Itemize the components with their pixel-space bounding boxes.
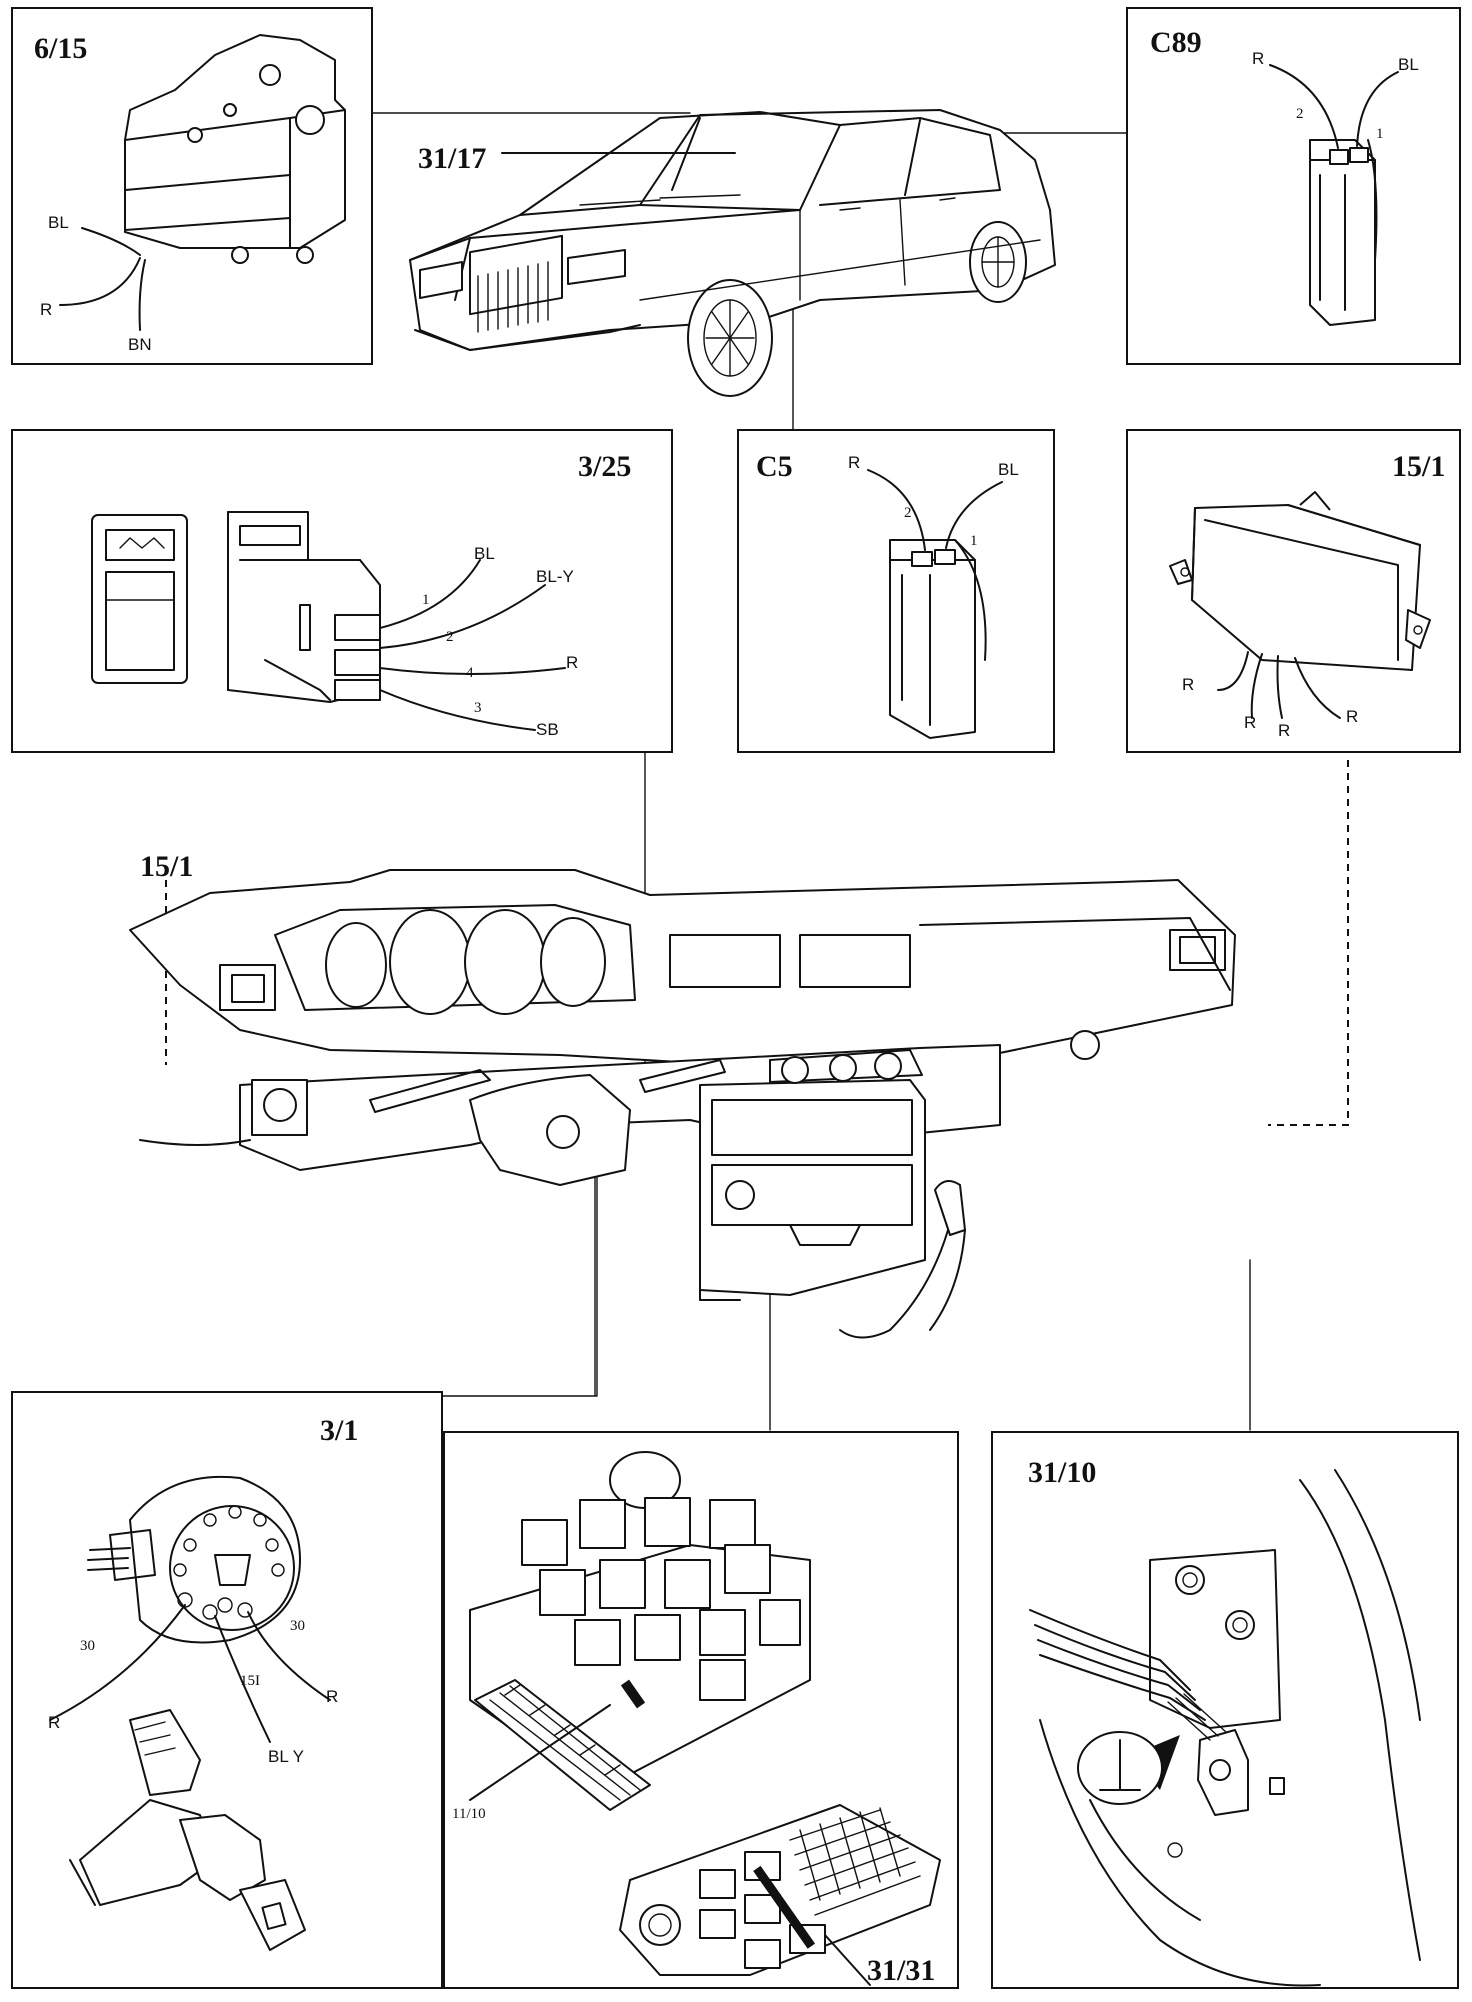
ignition-switch-body	[69, 1709, 306, 1951]
c89-pin-2: 2	[1296, 106, 1304, 122]
panel-3-25-title: 3/25	[578, 450, 631, 483]
panel-3-1-wire-r-left: R	[48, 1713, 60, 1732]
panel-fusebox: 11/10 31/31	[443, 1431, 959, 1989]
panel-c89-title: C89	[1150, 26, 1202, 59]
relay-block	[469, 1451, 811, 1811]
panel-3-1: 3/1 30 30 15I R R BL Y	[11, 1391, 443, 1989]
ignition-switch-face	[87, 1475, 301, 1644]
panel-c5: C5 R BL 2 1	[737, 429, 1055, 753]
car-callout-label: 31/17	[418, 142, 486, 175]
panel-c5-title: C5	[756, 450, 793, 483]
c89-connector	[1309, 139, 1378, 326]
fuse-block	[619, 1804, 941, 1976]
panel-3-1-wire-bl-y: BL Y	[268, 1747, 304, 1766]
panel-15-1: 15/1 R R R R	[1126, 429, 1461, 753]
panel-6-15-title: 6/15	[34, 32, 87, 65]
dashboard-illustration	[129, 869, 1236, 1339]
panel-31-10-title: 31/10	[1028, 1456, 1096, 1489]
c89-wire-bl: BL	[1398, 55, 1419, 74]
switch-housing	[227, 511, 381, 703]
panel-15-1-title: 15/1	[1392, 450, 1445, 483]
car-illustration	[409, 109, 1056, 397]
panel-3-25: 3/25 BL BL-Y R SB 1 2 4 3	[11, 429, 673, 753]
panel-3-25-pin-4: 4	[466, 665, 474, 681]
control-module	[1169, 491, 1431, 671]
panel-31-10: 31/10	[991, 1431, 1459, 1989]
panel-15-1-wire-r-3: R	[1278, 721, 1290, 740]
panel-c89: C89 R BL 2 1	[1126, 7, 1461, 365]
panel-15-1-wire-r-1: R	[1182, 675, 1194, 694]
panel-3-25-wire-r: R	[566, 653, 578, 672]
panel-3-1-pin-15i: 15I	[240, 1673, 260, 1689]
panel-6-15: 6/15 BL R BN	[11, 7, 373, 365]
panel-3-25-pin-3: 3	[474, 700, 482, 716]
ground-point-illustration	[1029, 1469, 1421, 1987]
c89-pin-1: 1	[1376, 126, 1384, 142]
panel-3-1-title: 3/1	[320, 1414, 358, 1447]
actuator-motor	[124, 34, 346, 264]
panel-15-1-wire-r-4: R	[1346, 707, 1358, 726]
panel-3-1-wire-r-right: R	[326, 1687, 338, 1706]
c5-wire-bl: BL	[998, 460, 1019, 479]
panel-6-15-wire-r: R	[40, 300, 52, 319]
fusebox-callout-31-31: 31/31	[867, 1954, 935, 1987]
panel-15-1-wire-r-2: R	[1244, 713, 1256, 732]
panel-6-15-wire-bn: BN	[128, 335, 152, 354]
c5-connector	[889, 539, 987, 739]
panel-3-25-pin-2: 2	[446, 629, 454, 645]
c5-wire-r: R	[848, 453, 860, 472]
switch-button	[91, 514, 188, 684]
dashboard-callout-label: 15/1	[140, 850, 193, 883]
panel-3-25-wire-sb: SB	[536, 720, 559, 739]
panel-3-1-pin-30-right: 30	[290, 1618, 305, 1634]
c89-wire-r: R	[1252, 49, 1264, 68]
c5-pin-2: 2	[904, 505, 912, 521]
fusebox-callout-11-10: 11/10	[452, 1806, 486, 1822]
panel-3-25-pin-1: 1	[422, 592, 430, 608]
panel-3-25-wire-bl-y: BL-Y	[536, 567, 574, 586]
panel-6-15-wire-bl: BL	[48, 213, 69, 232]
panel-3-25-wire-bl: BL	[474, 544, 495, 563]
panel-3-1-pin-30-left: 30	[80, 1638, 95, 1654]
c5-pin-1: 1	[970, 533, 978, 549]
